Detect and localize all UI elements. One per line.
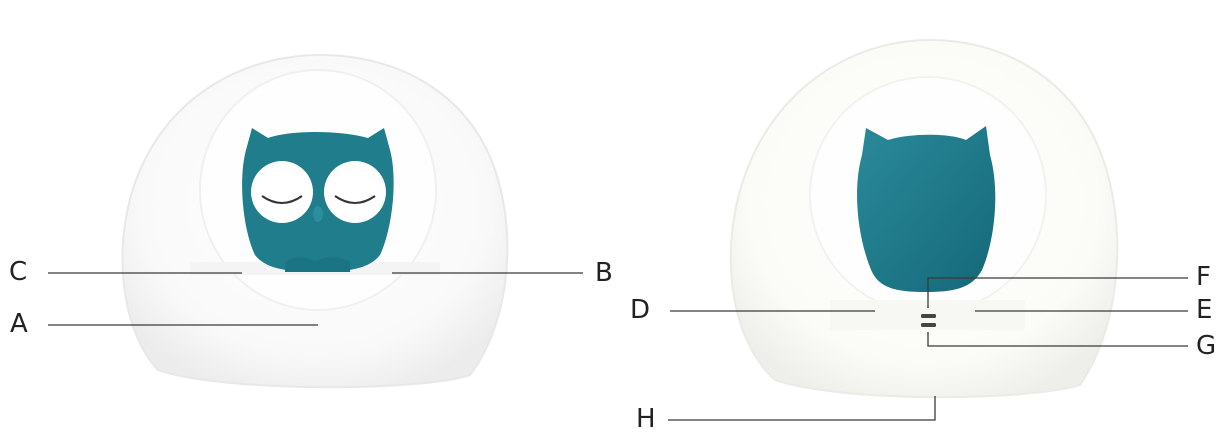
owl-left-eye bbox=[251, 161, 313, 223]
lower-switch bbox=[921, 323, 936, 327]
label-h: H bbox=[636, 406, 656, 432]
callout-line-h bbox=[668, 396, 935, 420]
upper-switch bbox=[921, 314, 936, 318]
label-b: B bbox=[595, 260, 613, 286]
owl-front bbox=[242, 128, 394, 272]
owl-beak bbox=[313, 206, 323, 222]
label-d: D bbox=[630, 297, 650, 323]
lamp-back-view bbox=[731, 40, 1118, 397]
label-e: E bbox=[1196, 297, 1212, 323]
label-g: G bbox=[1196, 333, 1216, 359]
owl-right-eye bbox=[324, 161, 386, 223]
lamp-front-view bbox=[122, 55, 507, 387]
owl-back bbox=[857, 126, 995, 292]
label-c: C bbox=[9, 259, 27, 285]
label-a: A bbox=[10, 311, 28, 337]
label-f: F bbox=[1196, 264, 1211, 290]
